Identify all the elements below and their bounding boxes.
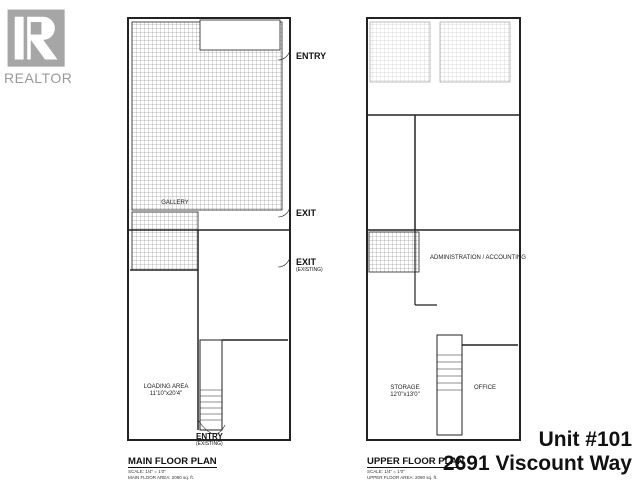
main-floor-plan [127, 17, 291, 441]
gallery-label: GALLERY [161, 200, 189, 206]
main-exit-door-label: EXIT [296, 208, 317, 218]
administration-label: ADMINISTRATION / ACCOUNTING [430, 255, 526, 261]
realtor-r-logo-icon [7, 9, 65, 67]
main-floor-plan-notes: SCALE: 1/4" = 1'0"MAIN FLOOR AREA: 2090 … [128, 469, 195, 480]
realtor-text: REALTOR [4, 70, 73, 86]
main-floor-plan-title: MAIN FLOOR PLAN [128, 456, 217, 468]
upper-floor-plan-title: UPPER FLOOR PLAN [367, 456, 465, 468]
address: 2691 Viscount Way [442, 452, 632, 475]
main-entry-door-label: ENTRY [296, 51, 327, 61]
existing-exit-door-label: EXIT(EXISTING) [296, 257, 323, 273]
upper-floor-plan [366, 17, 521, 441]
office-label: OFFICE [474, 385, 496, 391]
upper-floor-plan-notes: SCALE: 1/4" = 1'0"UPPER FLOOR AREA: 2090… [367, 469, 438, 480]
unit-number: Unit #101 [538, 428, 632, 451]
existing-entry-door-label: ENTRY(EXISTING) [196, 432, 223, 447]
